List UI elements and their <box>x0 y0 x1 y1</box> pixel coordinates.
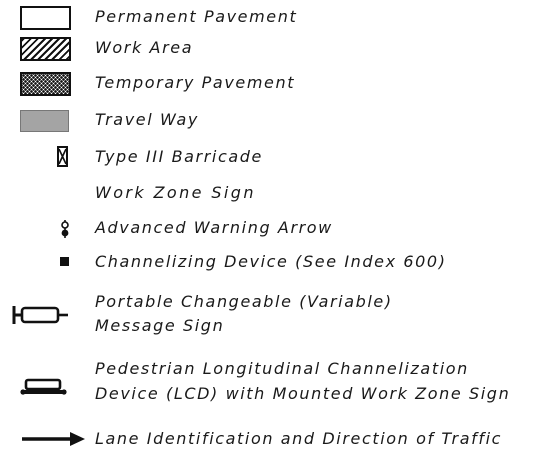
legend-label-pedestrian-lcd-line2: Device (LCD) with Mounted Work Zone Sign <box>95 384 511 403</box>
legend-label-travel-way: Travel Way <box>95 110 199 129</box>
portable-message-sign-icon <box>12 306 68 324</box>
travel-way-icon <box>20 110 69 132</box>
temporary-pavement-icon <box>20 72 71 96</box>
legend-label-permanent-pavement: Permanent Pavement <box>95 7 298 26</box>
lane-direction-arrow-icon <box>22 432 85 446</box>
type-iii-barricade-icon <box>57 146 68 167</box>
legend-label-type-iii-barricade: Type III Barricade <box>95 147 263 166</box>
legend-label-portable-message-sign-line1: Portable Changeable (Variable) <box>95 292 393 311</box>
legend-label-lane-direction: Lane Identification and Direction of Tra… <box>95 429 503 448</box>
channelizing-device-icon <box>60 257 69 266</box>
permanent-pavement-icon <box>20 6 71 30</box>
legend-label-temporary-pavement: Temporary Pavement <box>95 73 296 92</box>
legend-label-advanced-warning-arrow: Advanced Warning Arrow <box>95 218 333 237</box>
legend-label-work-zone-sign: Work Zone Sign <box>95 183 256 202</box>
pedestrian-lcd-icon <box>20 378 67 395</box>
legend-label-portable-message-sign-line2: Message Sign <box>95 316 225 335</box>
work-area-icon <box>20 37 71 61</box>
legend-label-work-area: Work Area <box>95 38 194 57</box>
advanced-warning-arrow-icon <box>61 220 69 238</box>
legend-label-channelizing-device: Channelizing Device (See Index 600) <box>95 252 447 271</box>
legend-label-pedestrian-lcd-line1: Pedestrian Longitudinal Channelization <box>95 359 469 378</box>
